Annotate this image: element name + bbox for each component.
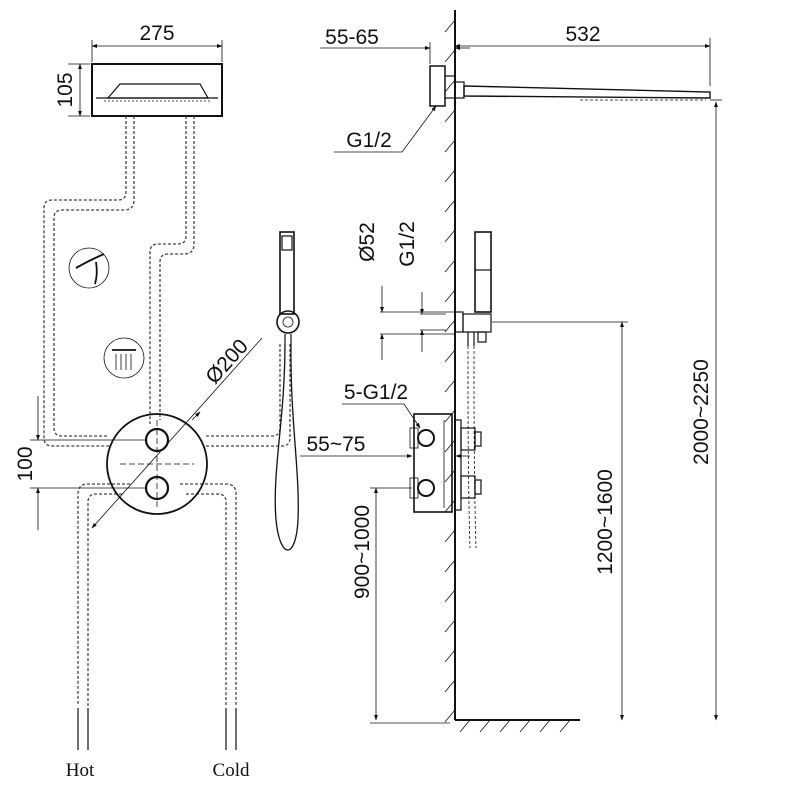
dim-valve-threads: 5-G1/2 (344, 381, 408, 404)
wall-hatching (444, 19, 456, 723)
rain-shower-icon (68, 247, 110, 289)
hose-icon (274, 343, 299, 551)
label-cold: Cold (213, 760, 250, 781)
dim-wall-depth: 55-65 (325, 26, 379, 49)
dim-valve-height: 900~1000 (351, 505, 374, 599)
dim-outlet-height: 1200~1600 (594, 469, 617, 575)
shower-arm-side (429, 65, 711, 107)
dim-spacing: 100 (14, 446, 37, 481)
handshower-front (276, 231, 300, 344)
dim-height: 105 (54, 72, 77, 107)
mixer-valve-plate (106, 413, 208, 515)
handshower-spray-icon (103, 337, 145, 379)
side-view: 55-65 532 G1/2 Ø52 G1/2 (300, 10, 722, 733)
dim-head-height: 2000~2250 (690, 359, 713, 465)
label-hot: Hot (66, 760, 95, 781)
valve-body-side (409, 413, 482, 513)
dim-outlet-thread: G1/2 (396, 221, 419, 267)
dim-arm-thread: G1/2 (346, 129, 392, 152)
dim-valve-depth: 55~75 (307, 433, 366, 456)
handshower-side (454, 231, 492, 549)
dim-width: 275 (139, 22, 174, 45)
supply-pipes (43, 116, 291, 706)
dim-arm-length: 532 (565, 23, 600, 46)
dim-flange-diameter: Ø52 (356, 222, 379, 262)
dim-diameter: Ø200 (201, 335, 252, 389)
front-view: 275 105 Hot Cold (14, 22, 300, 781)
shower-head-front (91, 63, 223, 117)
